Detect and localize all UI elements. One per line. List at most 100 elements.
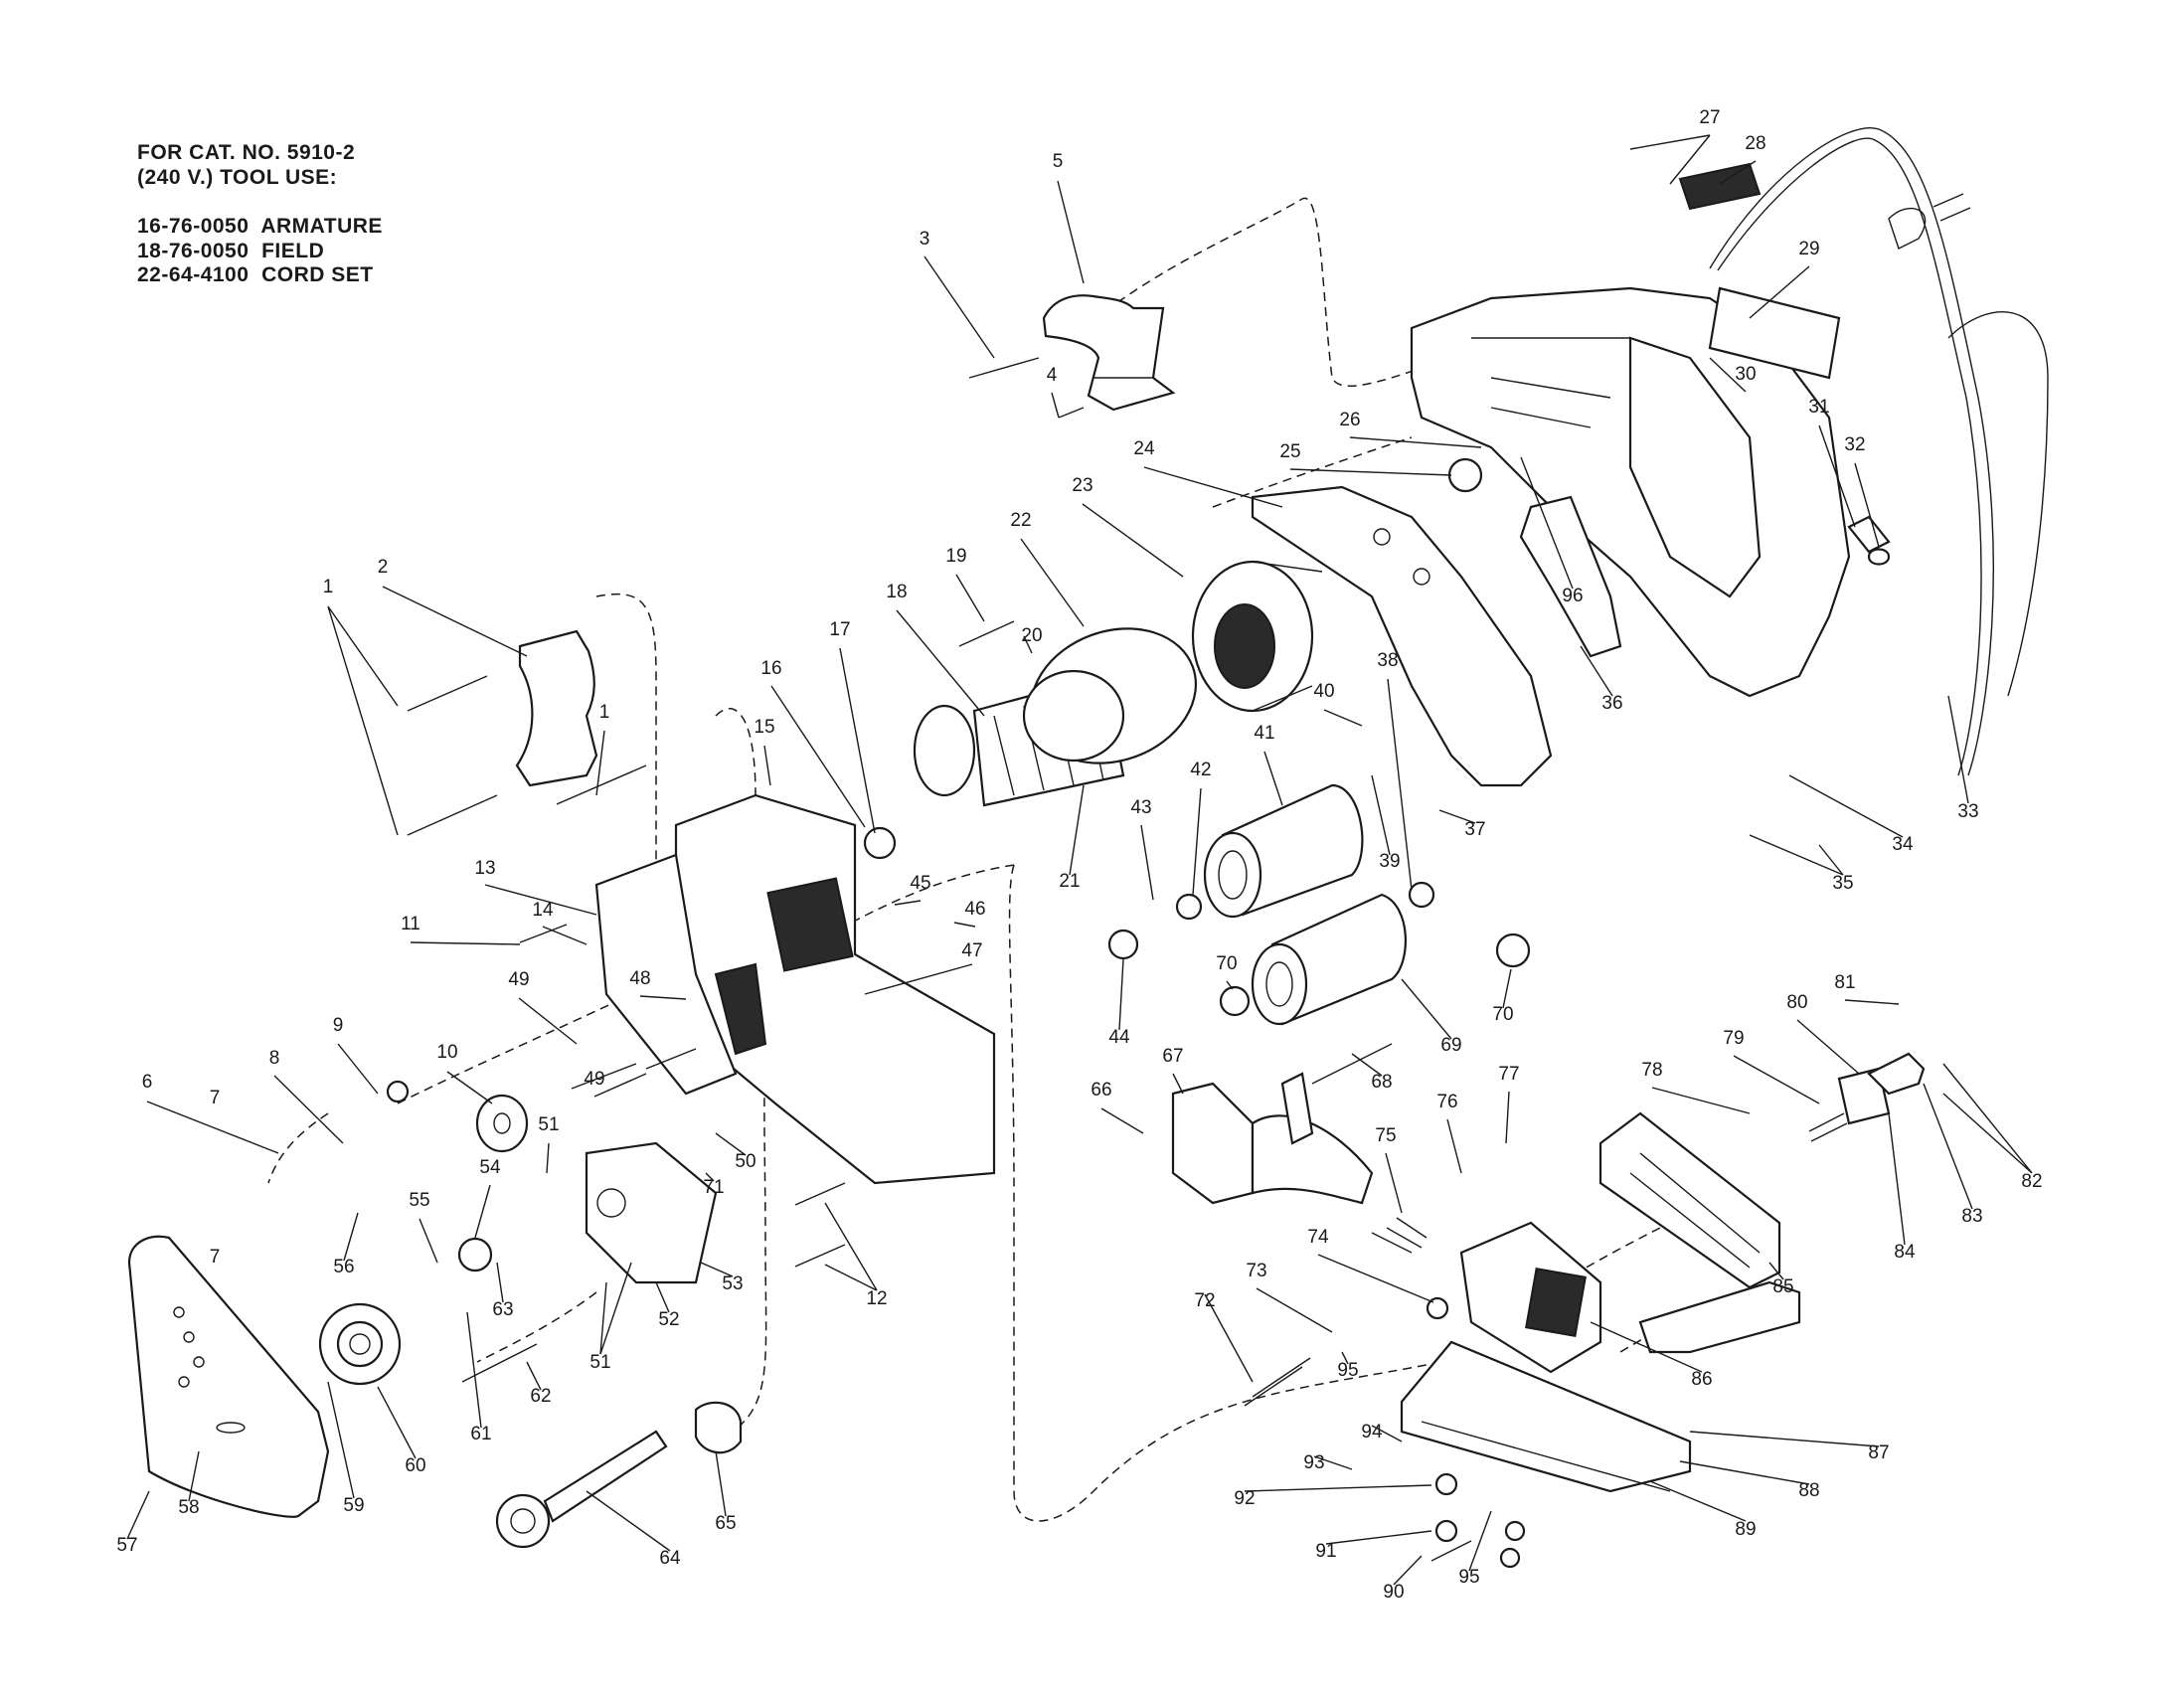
label-part-29 bbox=[1708, 286, 1841, 380]
callout-83: 83 bbox=[1961, 1206, 1982, 1227]
callout-38: 38 bbox=[1377, 650, 1398, 671]
callout-49: 49 bbox=[508, 969, 529, 990]
callout-82: 82 bbox=[2021, 1171, 2042, 1192]
callout-27: 27 bbox=[1699, 107, 1720, 128]
callout-90: 90 bbox=[1383, 1582, 1404, 1603]
bracket-part-34 bbox=[1638, 1280, 1801, 1354]
callout-86: 86 bbox=[1691, 1369, 1712, 1390]
callout-22: 22 bbox=[1010, 510, 1031, 531]
callout-85: 85 bbox=[1772, 1276, 1793, 1297]
handle-part-5 bbox=[1042, 294, 1176, 412]
callout-23: 23 bbox=[1072, 475, 1092, 496]
part-name: FIELD bbox=[261, 239, 325, 262]
part-number: 18-76-0050 bbox=[137, 239, 250, 262]
lever-part-80 bbox=[1837, 1052, 1926, 1125]
callout-57: 57 bbox=[116, 1535, 137, 1556]
callout-43: 43 bbox=[1130, 797, 1151, 818]
callout-15: 15 bbox=[754, 717, 774, 738]
callout-1: 1 bbox=[599, 702, 610, 723]
callout-6: 6 bbox=[142, 1072, 153, 1093]
callout-32: 32 bbox=[1844, 434, 1865, 455]
callout-7: 7 bbox=[210, 1247, 221, 1268]
callout-3: 3 bbox=[920, 229, 930, 250]
callout-11: 11 bbox=[401, 914, 420, 934]
callout-44: 44 bbox=[1108, 1027, 1130, 1048]
callout-87: 87 bbox=[1868, 1442, 1889, 1463]
note-line-1: FOR CAT. NO. 5910-2 bbox=[137, 141, 356, 164]
callout-26: 26 bbox=[1339, 410, 1360, 430]
callout-73: 73 bbox=[1246, 1261, 1266, 1281]
callout-5: 5 bbox=[1053, 151, 1064, 172]
callout-20: 20 bbox=[1021, 625, 1042, 646]
pulley-part-60 bbox=[318, 1302, 402, 1386]
callout-88: 88 bbox=[1798, 1480, 1819, 1501]
callout-75: 75 bbox=[1375, 1125, 1396, 1146]
part-name: ARMATURE bbox=[260, 215, 383, 238]
callout-30: 30 bbox=[1735, 364, 1756, 385]
callout-95: 95 bbox=[1337, 1360, 1358, 1381]
callout-77: 77 bbox=[1498, 1064, 1519, 1085]
callout-28: 28 bbox=[1745, 133, 1765, 154]
callout-29: 29 bbox=[1798, 239, 1819, 259]
note-part-cord-set: 22-64-4100 CORD SET bbox=[137, 263, 383, 288]
callout-39: 39 bbox=[1379, 851, 1400, 872]
leader-lines bbox=[126, 134, 2033, 1586]
callout-10: 10 bbox=[436, 1042, 457, 1063]
callout-49: 49 bbox=[584, 1069, 604, 1090]
callout-54: 54 bbox=[479, 1157, 501, 1178]
callout-41: 41 bbox=[1254, 723, 1274, 744]
bracket-part-67 bbox=[1171, 1072, 1374, 1205]
callout-25: 25 bbox=[1279, 441, 1300, 462]
callout-68: 68 bbox=[1371, 1072, 1392, 1093]
shoe-part-87 bbox=[1400, 1340, 1692, 1493]
callout-64: 64 bbox=[659, 1548, 681, 1569]
callout-4: 4 bbox=[1047, 365, 1058, 386]
nameplate-part-28 bbox=[1678, 162, 1762, 211]
callout-13: 13 bbox=[474, 858, 495, 879]
callout-55: 55 bbox=[409, 1190, 429, 1211]
hardware-items bbox=[386, 357, 1891, 1569]
callout-34: 34 bbox=[1892, 834, 1914, 855]
callout-78: 78 bbox=[1641, 1060, 1662, 1081]
callout-2: 2 bbox=[378, 557, 389, 578]
callout-17: 17 bbox=[829, 619, 850, 640]
callout-8: 8 bbox=[269, 1048, 280, 1069]
callout-53: 53 bbox=[722, 1273, 743, 1294]
callout-37: 37 bbox=[1464, 819, 1485, 840]
callout-89: 89 bbox=[1735, 1519, 1756, 1540]
callout-7: 7 bbox=[210, 1088, 221, 1108]
callout-31: 31 bbox=[1808, 397, 1829, 418]
part-number: 16-76-0050 bbox=[137, 215, 250, 238]
drive-shaft-part-64 bbox=[495, 1401, 743, 1549]
callout-47: 47 bbox=[961, 940, 982, 961]
callout-21: 21 bbox=[1059, 871, 1080, 892]
roller-part-69 bbox=[1251, 893, 1408, 1026]
callout-70: 70 bbox=[1492, 1004, 1513, 1025]
callout-61: 61 bbox=[470, 1424, 491, 1444]
callout-12: 12 bbox=[866, 1288, 887, 1309]
callout-76: 76 bbox=[1436, 1092, 1457, 1112]
callout-60: 60 bbox=[405, 1455, 425, 1476]
callout-58: 58 bbox=[178, 1497, 199, 1518]
callout-95: 95 bbox=[1458, 1567, 1479, 1588]
callout-96: 96 bbox=[1562, 586, 1583, 606]
switch-part-36 bbox=[1519, 495, 1622, 658]
callout-80: 80 bbox=[1786, 992, 1807, 1013]
roller-part-41 bbox=[1203, 783, 1364, 919]
callout-16: 16 bbox=[760, 658, 781, 679]
callout-59: 59 bbox=[343, 1495, 364, 1516]
callout-48: 48 bbox=[629, 968, 650, 989]
callout-40: 40 bbox=[1313, 681, 1334, 702]
callout-65: 65 bbox=[715, 1513, 736, 1534]
cord-set-part-33 bbox=[1709, 127, 2049, 776]
part-callouts: 1123456778910111213141516171819202122232… bbox=[116, 107, 2042, 1603]
part-number: 22-64-4100 bbox=[137, 263, 250, 286]
gear-plate-part-53 bbox=[585, 1141, 718, 1284]
belt-cover-part-58 bbox=[127, 1235, 330, 1518]
callout-24: 24 bbox=[1133, 438, 1155, 459]
callout-19: 19 bbox=[945, 546, 966, 567]
callout-94: 94 bbox=[1361, 1422, 1383, 1442]
callout-51: 51 bbox=[589, 1352, 610, 1373]
callout-35: 35 bbox=[1832, 873, 1853, 894]
carrier-part-86 bbox=[1459, 1221, 1602, 1374]
